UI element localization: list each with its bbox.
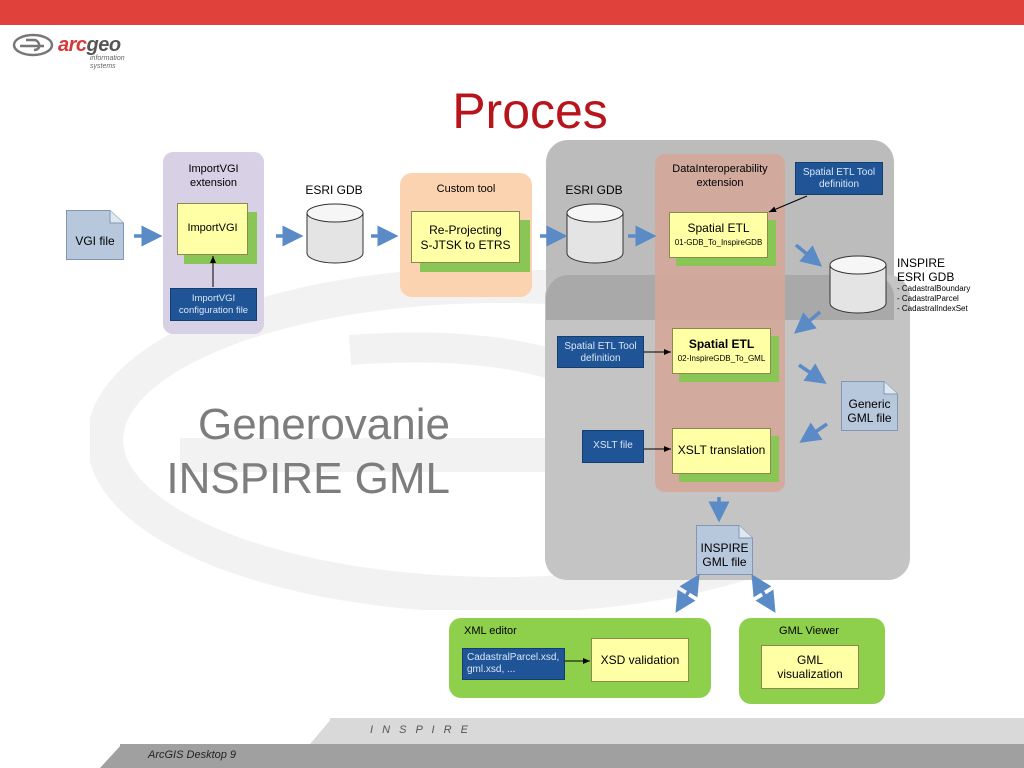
- importvgi-extension-label: ImportVGI extension: [188, 163, 239, 189]
- inspire-esri-gdb-label: INSPIRE ESRI GDB - CadastralBoundary - C…: [897, 256, 971, 313]
- arcgeo-logo-icon: [12, 33, 54, 57]
- document-icon: [66, 210, 124, 260]
- database-icon: [829, 255, 887, 314]
- etl-tool-definition-1: Spatial ETL Tool definition: [795, 162, 883, 195]
- document-icon: [696, 525, 753, 575]
- page-title: Proces: [452, 83, 608, 139]
- xml-editor-label: XML editor: [464, 625, 517, 637]
- reprojecting-box: Re-Projecting S-JTSK to ETRS: [411, 211, 520, 263]
- database-icon: [306, 203, 364, 264]
- esri-gdb-1-label: ESRI GDB: [305, 183, 363, 197]
- top-accent-bar: [0, 0, 1024, 25]
- inspire-gml-file-doc: INSPIRE GML file: [696, 525, 753, 575]
- xslt-file: XSLT file: [582, 430, 644, 463]
- xsd-validation-box: XSD validation: [591, 638, 689, 682]
- spatial-etl-2-box: Spatial ETL 02-InspireGDB_To_GML: [672, 328, 771, 374]
- xslt-translation-box: XSLT translation: [672, 428, 771, 474]
- gml-visualization-box: GML visualization: [761, 645, 859, 689]
- importvgi-box: ImportVGI: [177, 203, 248, 255]
- etl-tool-definition-2: Spatial ETL Tool definition: [557, 336, 644, 368]
- database-icon: [566, 203, 624, 264]
- generic-gml-file-doc: Generic GML file: [841, 381, 898, 431]
- footer-band-dark: [120, 744, 1024, 768]
- main-heading: Generovanie INSPIRE GML: [166, 400, 450, 503]
- gml-viewer-label: GML Viewer: [779, 625, 839, 637]
- footer-product-label: ArcGIS Desktop 9: [148, 749, 237, 761]
- document-icon: [841, 381, 898, 431]
- spatial-etl-1-box: Spatial ETL 01-GDB_To_InspireGDB: [669, 212, 768, 258]
- footer-band-light: [330, 718, 1024, 744]
- footer-band-slant: [100, 744, 122, 768]
- xsd-files: CadastralParcel.xsd, gml.xsd, ...: [462, 648, 565, 680]
- footer-inspire-label: I N S P I R E: [370, 724, 471, 736]
- logo-wordmark: arcgeo: [58, 34, 121, 56]
- importvgi-config-file: ImportVGI configuration file: [170, 288, 257, 321]
- esri-gdb-2-label: ESRI GDB: [565, 183, 623, 197]
- datainteroperability-label: DataInteroperability extension: [672, 163, 768, 189]
- custom-tool-label: Custom tool: [436, 183, 496, 195]
- footer-band-slant: [310, 718, 332, 744]
- vgi-file-doc: VGI file: [66, 210, 124, 260]
